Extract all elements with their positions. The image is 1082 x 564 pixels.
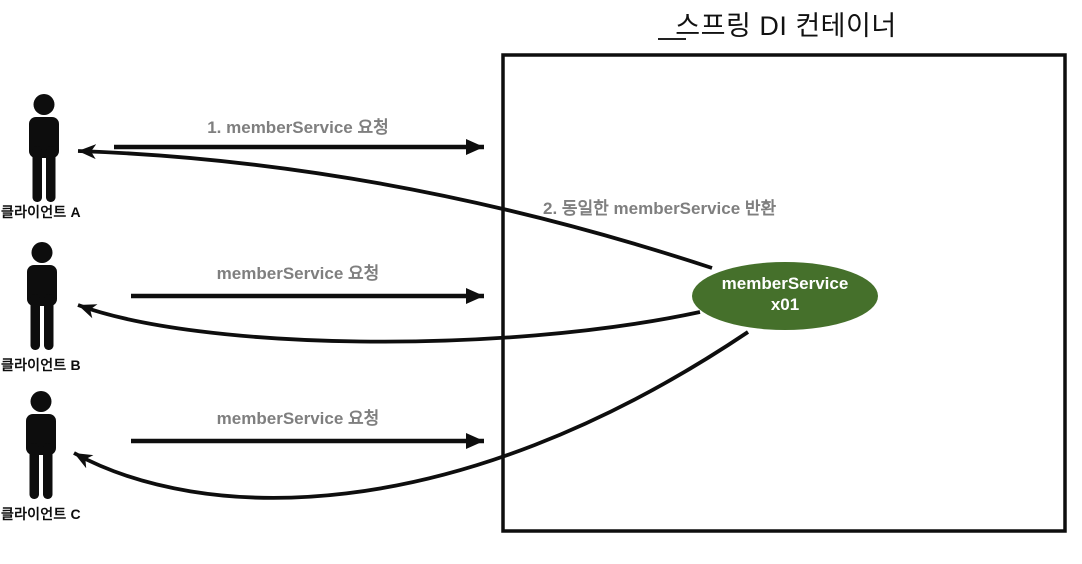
member-service-bean-label: memberService x01 [692, 273, 878, 316]
person-icon [27, 242, 57, 350]
title-underline [658, 38, 686, 40]
person-icon [26, 391, 56, 499]
return-arrow-client-a [77, 144, 713, 270]
return-label: 2. 동일한 memberService 반환 [543, 199, 777, 218]
person-icon [29, 94, 59, 202]
client-b-label: 클라이언트 B [1, 357, 81, 373]
return-arrow-client-c [73, 330, 750, 500]
request-label-client-a: 1. memberService 요청 [207, 118, 389, 137]
request-label-client-c: memberService 요청 [216, 409, 380, 428]
bean-instance: x01 [770, 295, 800, 315]
client-c-label: 클라이언트 C [1, 506, 81, 522]
diagram-title: 스프링 DI 컨테이너 [675, 11, 897, 41]
request-label-client-b: memberService 요청 [216, 264, 380, 283]
return-arrow-client-b [77, 303, 701, 344]
member-service-bean [692, 262, 878, 330]
client-a-label: 클라이언트 A [1, 204, 81, 220]
bean-name: memberService [721, 274, 849, 293]
